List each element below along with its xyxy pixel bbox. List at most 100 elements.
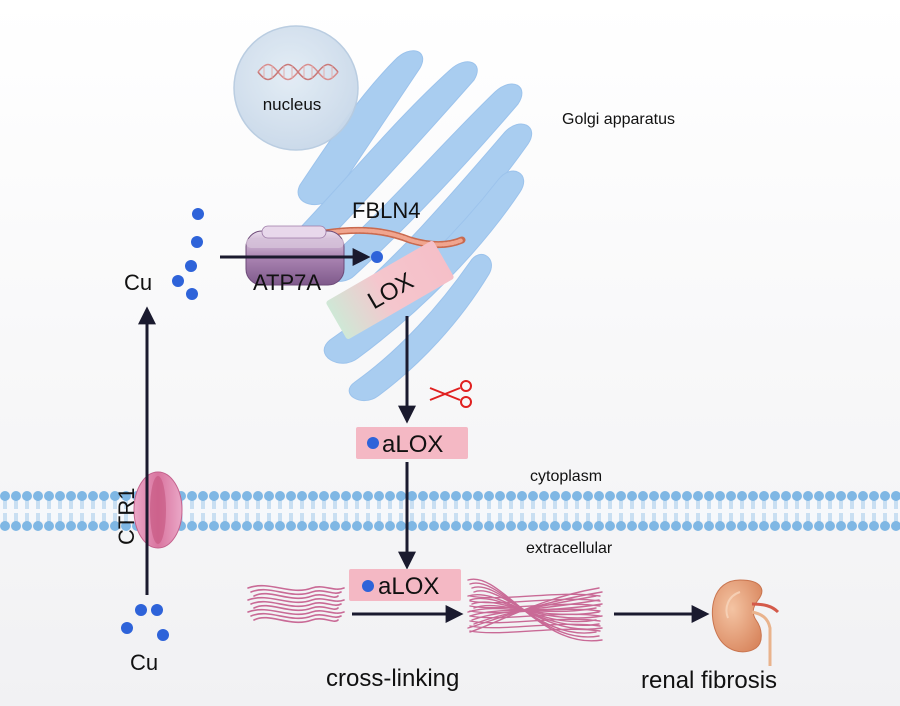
collagen-fiber-crosslinked (469, 623, 601, 629)
lipid-head (121, 491, 131, 501)
lipid-head (583, 491, 593, 501)
lipid-head (781, 491, 791, 501)
lipid-head (858, 491, 868, 501)
lipid-head (781, 521, 791, 531)
lipid-head (242, 521, 252, 531)
lipid-head (671, 491, 681, 501)
lipid-head (308, 521, 318, 531)
cu-label-bottom: Cu (130, 650, 158, 675)
cell-membrane (0, 491, 900, 531)
lipid-head (275, 491, 285, 501)
lipid-head (528, 521, 538, 531)
lipid-head (638, 491, 648, 501)
lipid-head (473, 521, 483, 531)
alox-box-bottom: aLOX (349, 569, 461, 601)
lipid-head (858, 521, 868, 531)
lipid-head (440, 521, 450, 531)
lipid-head (319, 491, 329, 501)
lipid-head (627, 521, 637, 531)
lipid-head (616, 491, 626, 501)
lipid-head (891, 521, 900, 531)
lipid-head (726, 521, 736, 531)
lipid-head (572, 521, 582, 531)
lipid-head (11, 491, 21, 501)
lipid-head (77, 491, 87, 501)
lipid-head (836, 521, 846, 531)
lipid-head (737, 491, 747, 501)
fbln4-strand (321, 226, 466, 248)
lipid-head (869, 521, 879, 531)
lipid-head (825, 491, 835, 501)
lipid-head (253, 521, 263, 531)
lipid-head (451, 521, 461, 531)
lipid-head (385, 521, 395, 531)
cross-linking-label: cross-linking (326, 665, 459, 692)
lipid-head (341, 491, 351, 501)
lipid-head (220, 491, 230, 501)
ctr1-transporter (133, 471, 183, 549)
lipid-head (891, 491, 900, 501)
dna-helix-icon (257, 63, 339, 81)
copper-ions-lower (121, 604, 169, 641)
lipid-head (649, 491, 659, 501)
lipid-head (55, 521, 65, 531)
lipid-head (429, 521, 439, 531)
collagen-fiber-crosslinked (469, 628, 601, 634)
lipid-head (55, 491, 65, 501)
lipid-head (341, 521, 351, 531)
lipid-head (11, 521, 21, 531)
lipid-head (33, 491, 43, 501)
lipid-head (209, 491, 219, 501)
lipid-head (418, 521, 428, 531)
lipid-head (792, 491, 802, 501)
collagen-fibers-loose (247, 584, 345, 624)
lipid-head (539, 521, 549, 531)
lipid-head (253, 491, 263, 501)
lipid-head (99, 491, 109, 501)
lipid-head (451, 491, 461, 501)
lipid-head (748, 491, 758, 501)
collagen-fiber (250, 588, 342, 596)
lipid-head (517, 521, 527, 531)
kidney-icon (711, 579, 780, 666)
lipid-head (484, 491, 494, 501)
lipid-head (473, 491, 483, 501)
cu-label-top: Cu (124, 270, 152, 295)
lipid-head (308, 491, 318, 501)
collagen-fiber (247, 596, 345, 604)
lipid-head (880, 521, 890, 531)
lipid-head (704, 491, 714, 501)
lipid-head (187, 521, 197, 531)
lipid-head (484, 521, 494, 531)
golgi-label: Golgi apparatus (562, 111, 675, 128)
lipid-head (121, 521, 131, 531)
lipid-head (539, 491, 549, 501)
lipid-head (22, 491, 32, 501)
lipid-head (770, 491, 780, 501)
lipid-head (495, 491, 505, 501)
lipid-head (649, 521, 659, 531)
alox-box-top: aLOX (356, 427, 468, 459)
collagen-fiber (253, 616, 339, 624)
collagen-fiber-crosslinked (469, 608, 601, 614)
lipid-head (847, 491, 857, 501)
lipid-head (88, 491, 98, 501)
lipid-head (682, 521, 692, 531)
lipid-head (836, 491, 846, 501)
lipid-head (869, 491, 879, 501)
lipid-head (286, 521, 296, 531)
lipid-head (825, 521, 835, 531)
lipid-head (363, 491, 373, 501)
lipid-head (429, 491, 439, 501)
lipid-head (726, 491, 736, 501)
collagen-fiber (250, 612, 342, 620)
collagen-fiber-crosslinked (469, 598, 601, 604)
lipid-head (682, 491, 692, 501)
lipid-head (242, 491, 252, 501)
lipid-head (33, 521, 43, 531)
collagen-fiber-crosslinked (469, 593, 601, 599)
lipid-head (561, 491, 571, 501)
lipid-head (528, 491, 538, 501)
lipid-head (99, 521, 109, 531)
